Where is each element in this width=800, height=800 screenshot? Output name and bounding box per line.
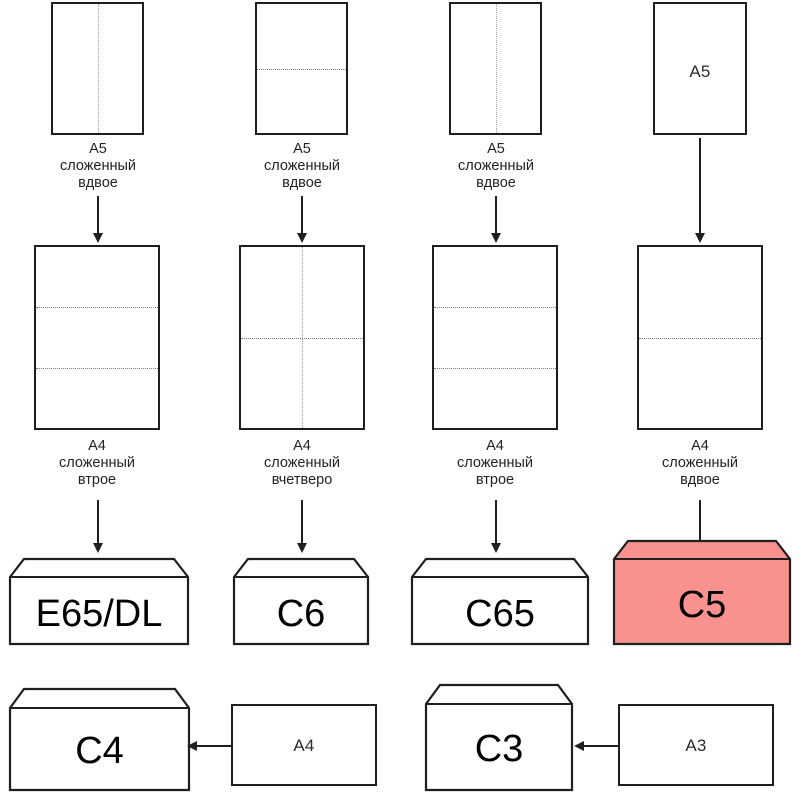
sheet-a5-col1 bbox=[51, 2, 144, 135]
arrow-col3-top-to-mid bbox=[495, 196, 497, 234]
fold-line-vertical bbox=[302, 247, 303, 428]
caption-col3-top: A5 сложенный вдвое bbox=[457, 141, 535, 191]
sheet-a3-bottom: A3 bbox=[618, 704, 774, 786]
sheet-label-a4: A4 bbox=[293, 736, 315, 755]
arrow-col1-top-to-mid bbox=[97, 196, 99, 234]
envelope-c5[interactable]: C5 bbox=[612, 538, 792, 646]
envelope-c4[interactable]: C4 bbox=[8, 686, 191, 792]
caption-col2-mid: A4 сложенный вчетверо bbox=[263, 438, 341, 488]
sheet-a4-col3 bbox=[432, 245, 558, 430]
envelope-c6[interactable]: C6 bbox=[232, 556, 370, 646]
fold-line-horizontal-lower bbox=[36, 367, 158, 369]
envelope-c3[interactable]: C3 bbox=[424, 682, 574, 792]
fold-line-horizontal bbox=[257, 68, 346, 70]
caption-col2-top: A5 сложенный вдвое bbox=[263, 141, 341, 191]
sheet-label-a3: A3 bbox=[685, 736, 707, 755]
arrow-col4-mid-to-envelope bbox=[699, 500, 701, 544]
fold-line-horizontal bbox=[639, 337, 761, 339]
arrow-col4-top-to-mid bbox=[699, 138, 701, 234]
arrow-a4-to-c4 bbox=[196, 745, 231, 747]
sheet-a5-col2 bbox=[255, 2, 348, 135]
sheet-a5-col3 bbox=[449, 2, 542, 135]
sheet-a4-bottom: A4 bbox=[231, 704, 377, 786]
envelope-c65[interactable]: C65 bbox=[410, 556, 590, 646]
fold-line-horizontal-upper bbox=[434, 307, 556, 309]
arrow-col1-mid-to-envelope bbox=[97, 500, 99, 544]
caption-col3-mid: A4 сложенный втрое bbox=[456, 438, 534, 488]
envelope-e65-dl[interactable]: E65/DL bbox=[8, 556, 190, 646]
fold-line-vertical bbox=[495, 4, 497, 133]
sheet-label-a5: A5 bbox=[689, 62, 711, 81]
caption-col4-mid: A4 сложенный вдвое bbox=[661, 438, 739, 488]
sheet-a4-col1 bbox=[34, 245, 160, 430]
fold-line-horizontal-upper bbox=[36, 307, 158, 309]
sheet-a4-col4 bbox=[637, 245, 763, 430]
caption-col1-mid: A4 сложенный втрое bbox=[58, 438, 136, 488]
sheet-a5-col4: A5 bbox=[653, 2, 747, 135]
sheet-a4-col2 bbox=[239, 245, 365, 430]
caption-col1-top: A5 сложенный вдвое bbox=[59, 141, 137, 191]
fold-line-horizontal-lower bbox=[434, 367, 556, 369]
arrow-a3-to-c3 bbox=[583, 745, 618, 747]
arrow-col2-mid-to-envelope bbox=[301, 500, 303, 544]
arrow-col3-mid-to-envelope bbox=[495, 500, 497, 544]
fold-line-vertical bbox=[97, 4, 99, 133]
arrow-col2-top-to-mid bbox=[301, 196, 303, 234]
